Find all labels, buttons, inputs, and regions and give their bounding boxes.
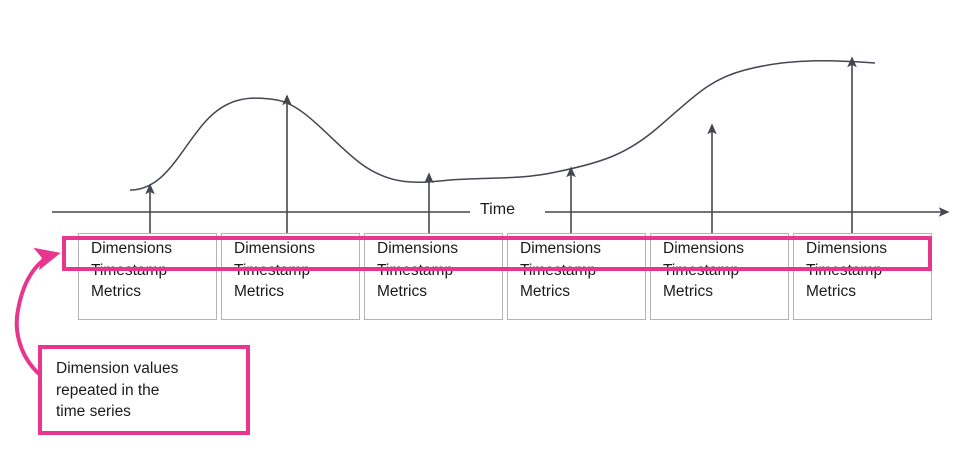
series-box-dimensions: Dimensions [520, 240, 601, 257]
series-box[interactable]: Dimensions Timestamp Metrics [793, 233, 932, 320]
dimensions-highlight-band[interactable] [62, 236, 932, 271]
series-box-dimensions: Dimensions [377, 240, 458, 257]
series-box-metrics: Metrics [520, 283, 570, 300]
series-box-metrics: Metrics [806, 283, 856, 300]
series-box-dimensions: Dimensions [663, 240, 744, 257]
series-box[interactable]: Dimensions Timestamp Metrics [364, 233, 503, 320]
series-box-metrics: Metrics [377, 283, 427, 300]
series-box-metrics: Metrics [91, 283, 141, 300]
series-box-dimensions: Dimensions [234, 240, 315, 257]
callout-line-2: repeated in the [56, 381, 160, 399]
sample-arrows [145, 56, 857, 233]
series-box[interactable]: Dimensions Timestamp Metrics [221, 233, 360, 320]
callout-note[interactable]: Dimension values repeated in the time se… [38, 345, 250, 435]
series-box-metrics: Metrics [234, 283, 284, 300]
time-axis-label: Time [473, 201, 522, 219]
callout-line-3: time series [56, 403, 131, 420]
series-box[interactable]: Dimensions Timestamp Metrics [507, 233, 646, 320]
callout-line-1: Dimension values [56, 360, 179, 377]
series-box-dimensions: Dimensions [91, 240, 172, 257]
metric-curve [129, 59, 876, 191]
series-box-metrics: Metrics [663, 283, 713, 300]
series-box[interactable]: Dimensions Timestamp Metrics [78, 233, 217, 320]
series-box-dimensions: Dimensions [806, 240, 887, 257]
